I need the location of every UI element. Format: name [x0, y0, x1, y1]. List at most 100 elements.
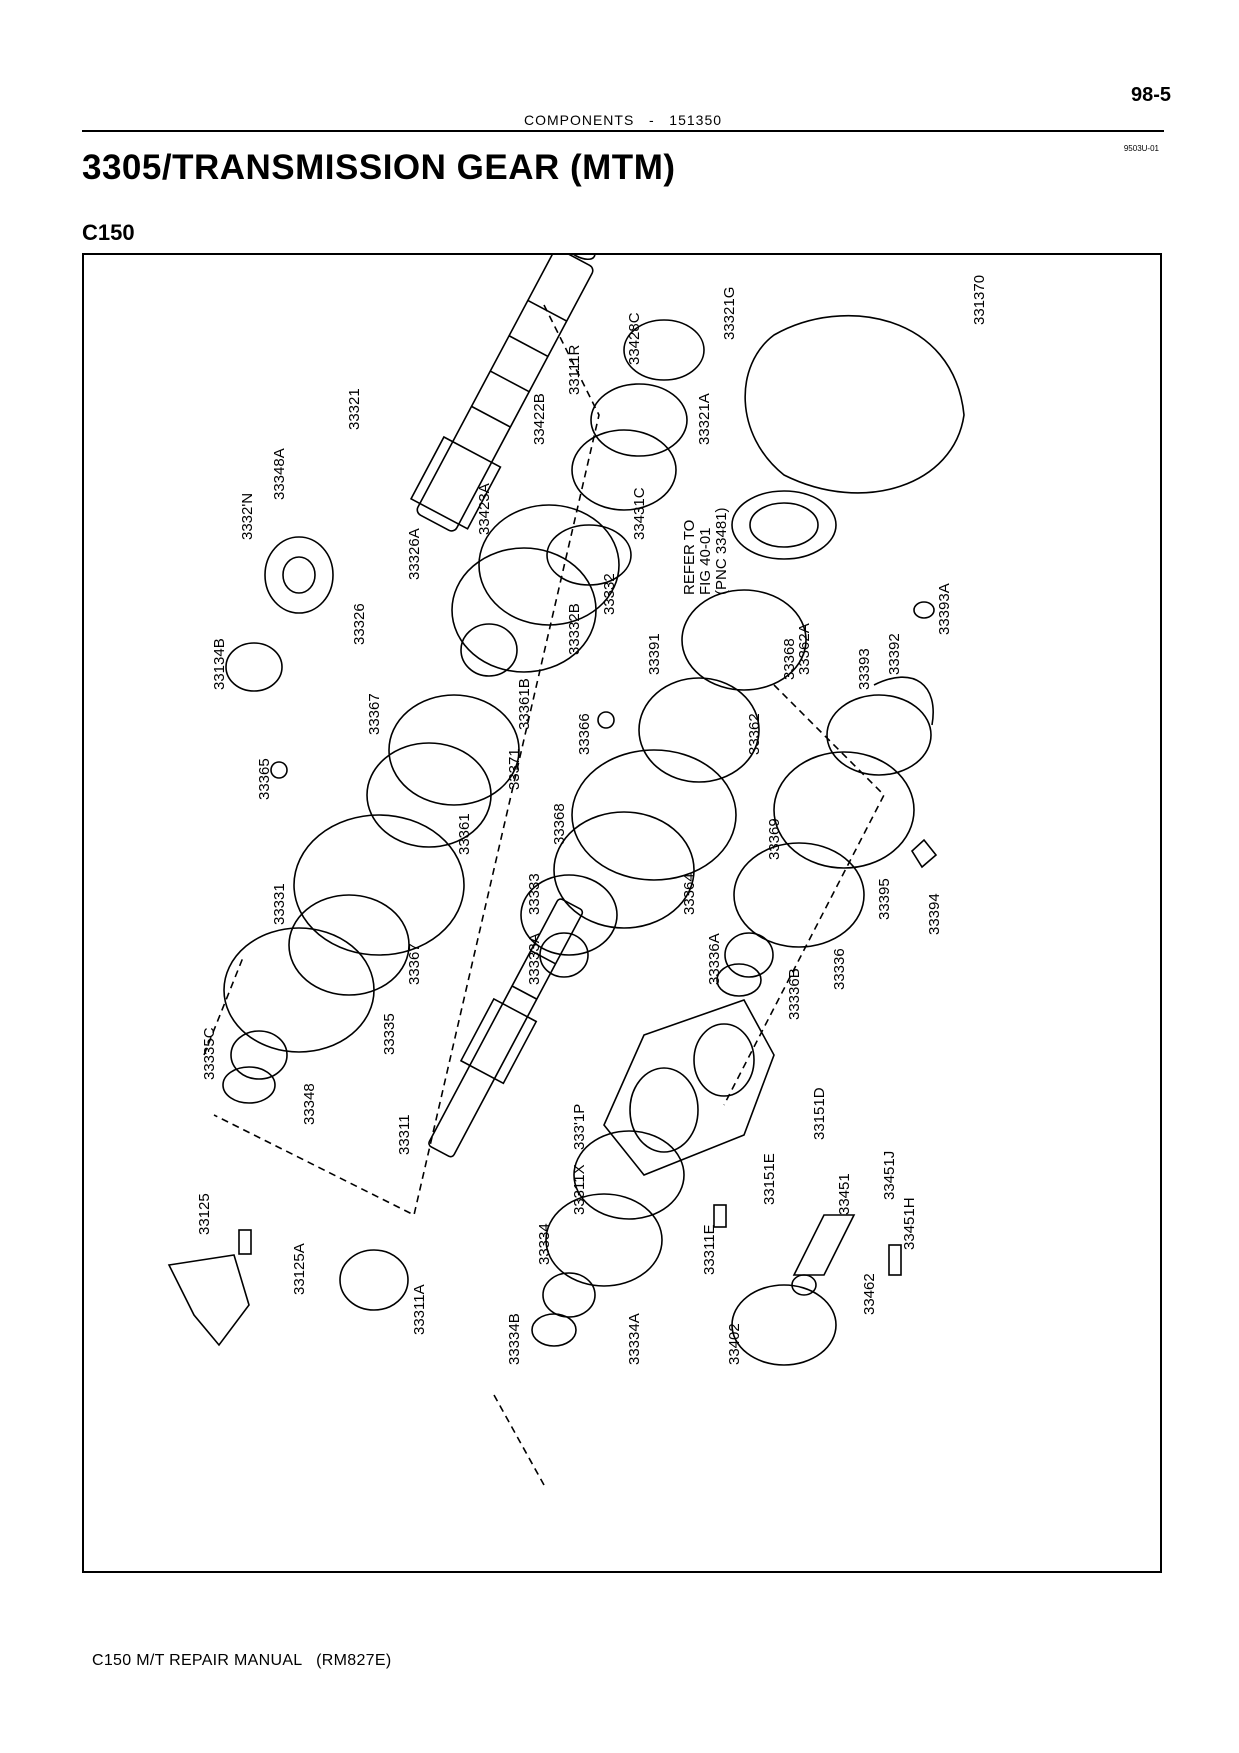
part-label: 33367 [406, 943, 423, 985]
part-label: 33311X [571, 1164, 588, 1215]
part-label: 33366 [576, 713, 593, 755]
left-dash-boundary [213, 304, 600, 1217]
counter-shaft-stack [451, 319, 705, 677]
part-label: 33332 [601, 573, 618, 615]
part-label: 33364 [681, 873, 698, 915]
bolt-33125A [238, 1229, 252, 1255]
part-label: 33451H [901, 1197, 918, 1250]
part-label: 33321 [346, 388, 363, 430]
part-label: 33451J [881, 1151, 898, 1200]
part-label: 33335C [201, 1027, 218, 1080]
part-label: 331370 [971, 275, 988, 325]
part-label: 33428C [626, 312, 643, 365]
part-label: 33326 [351, 603, 368, 645]
ring-33334B [531, 1313, 577, 1347]
bracket-33125 [167, 1254, 250, 1347]
part-label: 33361B [516, 678, 533, 730]
lower-dash-boundary [493, 1394, 545, 1486]
part-label: 33348A [271, 448, 288, 500]
gear-33402 [731, 1284, 837, 1366]
gear-33311X [573, 1130, 685, 1220]
part-label: 33111R [566, 345, 583, 395]
ring-33336B [716, 963, 762, 997]
part-label: 33371 [506, 748, 523, 790]
part-label: 33369 [766, 818, 783, 860]
part-label: 33391 [646, 633, 663, 675]
section-header: COMPONENTS - 151350 [82, 112, 1164, 130]
part-label: 3332'N [239, 493, 256, 540]
part-label: 33311E [701, 1224, 718, 1275]
input-bearing [264, 536, 334, 614]
part-label: 33336 [831, 948, 848, 990]
gear-33334 [545, 1193, 663, 1287]
part-label: 33333A [526, 933, 543, 985]
part-label: 33311A [411, 1284, 428, 1335]
key-33365 [270, 761, 288, 779]
ring-33134B [225, 642, 283, 692]
ring-33393 [826, 694, 932, 776]
part-label: 33393A [936, 583, 953, 635]
part-label: 33362 [746, 713, 763, 755]
mid-dash-boundary [723, 684, 885, 1106]
part-label: 33333 [526, 873, 543, 915]
part-label: 33395 [876, 878, 893, 920]
gear-33335 [223, 927, 375, 1053]
diagram-drawing: 331370 33428C 33321G 33111R 33422B 33321… [167, 255, 988, 1486]
gear-33336 [733, 842, 865, 948]
bearing-33311A [339, 1249, 409, 1311]
synchro-ring-left [388, 694, 520, 806]
ring-33348 [222, 1066, 276, 1104]
main-shaft-drawing [428, 898, 584, 1158]
sleeve-33364 [571, 749, 737, 881]
part-label: 33451 [836, 1173, 853, 1215]
key-33366 [597, 711, 615, 729]
part-label: 33422B [531, 393, 548, 445]
part-label: (PNC 33481) [713, 507, 730, 595]
exploded-parts-diagram: 331370 33428C 33321G 33111R 33422B 33321… [82, 253, 1162, 1573]
part-label: 33431C [631, 487, 648, 540]
page-number: 98-5 [1130, 84, 1171, 106]
page-title: 3305/TRANSMISSION GEAR (MTM) [82, 148, 676, 187]
part-label: 33326A [406, 528, 423, 580]
part-label: 33368 [551, 803, 568, 845]
key-33394 [910, 838, 938, 869]
part-label: 33368 [781, 638, 798, 680]
part-label: FIG 40-01 [697, 527, 714, 595]
part-label: 33348 [301, 1083, 318, 1125]
part-label: 33331 [271, 883, 288, 925]
part-label: 33332B [566, 603, 583, 655]
diagram-linework [167, 255, 965, 1486]
part-label: 33423A [476, 483, 493, 535]
part-label: 33367 [366, 693, 383, 735]
part-label: 33321A [696, 393, 713, 445]
part-label: 33462 [861, 1273, 878, 1315]
header-rule [82, 130, 1164, 132]
snap-ring-33392 [873, 676, 934, 726]
retainer-33151D [603, 999, 775, 1176]
part-label: 33125A [291, 1243, 308, 1295]
part-label: 33362A [796, 623, 813, 675]
part-label: 33134B [211, 638, 228, 690]
diagram-part-labels: 331370 33428C 33321G 33111R 33422B 33321… [196, 275, 988, 1365]
reference-code: 9503U-01 [1123, 144, 1159, 153]
part-label: 33365 [256, 758, 273, 800]
part-label: 33394 [926, 893, 943, 935]
part-label: 33336B [786, 968, 803, 1020]
model-label: C150 [82, 220, 135, 245]
gear-33333 [520, 874, 618, 956]
part-label: 33392 [886, 633, 903, 675]
part-label: 33361 [456, 813, 473, 855]
bolt-33451H [888, 1244, 902, 1276]
part-label: 33335 [381, 1013, 398, 1055]
section-header-text: COMPONENTS - 151350 [523, 112, 723, 128]
part-label: 33402 [726, 1323, 743, 1365]
shaft-33451 [792, 1214, 856, 1276]
part-label: 33334A [626, 1313, 643, 1365]
ring-33391 [681, 589, 807, 691]
input-shaft-drawing [409, 255, 596, 532]
part-label: 33151E [761, 1153, 778, 1205]
snap-33393A [913, 601, 935, 619]
part-label: 33321G [721, 287, 738, 340]
part-label: 333'1P [571, 1104, 588, 1150]
hub-33331 [293, 814, 465, 956]
